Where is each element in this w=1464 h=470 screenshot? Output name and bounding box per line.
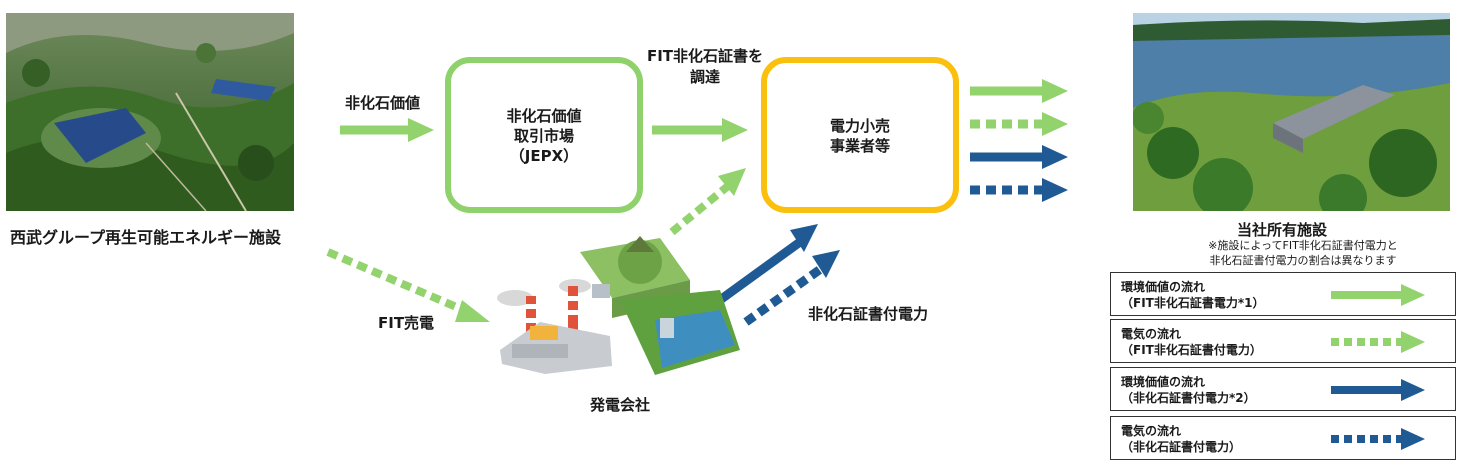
market-box xyxy=(445,57,643,213)
legend-arrow-navy-dotted xyxy=(1331,428,1425,450)
power-company-caption: 発電会社 xyxy=(590,396,651,414)
arrow-fit-sale xyxy=(326,248,490,322)
arrow-market-to-retailer xyxy=(652,118,748,142)
legend-item-power-fit: 電気の流れ （FIT非化石証書付電力） xyxy=(1110,319,1456,363)
facility-illustration xyxy=(1133,13,1450,211)
arrow-fit-power-to-retailer xyxy=(669,168,746,236)
facility-photo xyxy=(1133,13,1450,211)
label-non-fossil-value: 非化石価値 xyxy=(345,94,421,112)
label-fit-certificate-line1: FIT非化石証書を xyxy=(646,47,764,65)
arrow-out-navy-solid xyxy=(970,145,1068,169)
legend-item-env-value-certified: 環境価値の流れ （非化石証書付電力*2） xyxy=(1110,367,1456,411)
source-caption: 西武グループ再生可能エネルギー施設 xyxy=(10,228,282,247)
retailer-line1: 電力小売 xyxy=(829,117,890,135)
legend-line1: 電気の流れ xyxy=(1121,327,1182,341)
legend-arrow-navy-solid xyxy=(1331,379,1425,401)
arrow-out-green-dotted xyxy=(970,112,1068,136)
arrow-out-navy-dotted xyxy=(970,178,1068,202)
legend-line1: 環境価値の流れ xyxy=(1121,375,1206,389)
legend-arrow-green-dotted xyxy=(1331,331,1425,353)
legend-line2: （FIT非化石証書付電力） xyxy=(1121,343,1262,357)
legend-line2: （非化石証書付電力*2） xyxy=(1121,391,1256,405)
legend-item-power-certified: 電気の流れ （非化石証書付電力） xyxy=(1110,416,1456,460)
solar-farm-photo xyxy=(6,13,294,211)
facility-note-line1: ※施設によってFIT非化石証書付電力と xyxy=(1208,239,1398,252)
legend-line1: 電気の流れ xyxy=(1121,424,1182,438)
legend-line2: （非化石証書付電力） xyxy=(1121,440,1242,454)
power-plant-illustration xyxy=(497,236,740,375)
legend-line1: 環境価値の流れ xyxy=(1121,280,1206,294)
market-line3: （JEPX） xyxy=(509,147,579,165)
label-certified-power: 非化石証書付電力 xyxy=(808,305,929,323)
facility-note-line2: 非化石証書付電力の割合は異なります xyxy=(1209,254,1397,267)
market-line1: 非化石価値 xyxy=(506,107,582,125)
label-fit-certificate-line2: 調達 xyxy=(689,68,720,86)
label-fit-sale: FIT売電 xyxy=(378,314,435,332)
legend-item-env-value-fit: 環境価値の流れ （FIT非化石証書電力*1） xyxy=(1110,272,1456,316)
market-box-text: 非化石価値 取引市場 （JEPX） xyxy=(448,106,640,166)
retailer-box xyxy=(761,57,959,213)
arrow-non-fossil-value xyxy=(340,118,434,142)
legend-line2: （FIT非化石証書電力*1） xyxy=(1121,296,1265,310)
retailer-box-text: 電力小売 事業者等 xyxy=(764,116,956,156)
arrow-certified-solid xyxy=(717,224,818,304)
legend-arrow-green-solid xyxy=(1331,284,1425,306)
arrow-certified-dotted xyxy=(743,250,840,326)
retailer-line2: 事業者等 xyxy=(829,137,890,155)
solar-farm-illustration xyxy=(6,13,294,211)
market-line2: 取引市場 xyxy=(513,127,574,145)
facility-caption: 当社所有施設 xyxy=(1237,221,1328,239)
arrow-out-green-solid xyxy=(970,79,1068,103)
